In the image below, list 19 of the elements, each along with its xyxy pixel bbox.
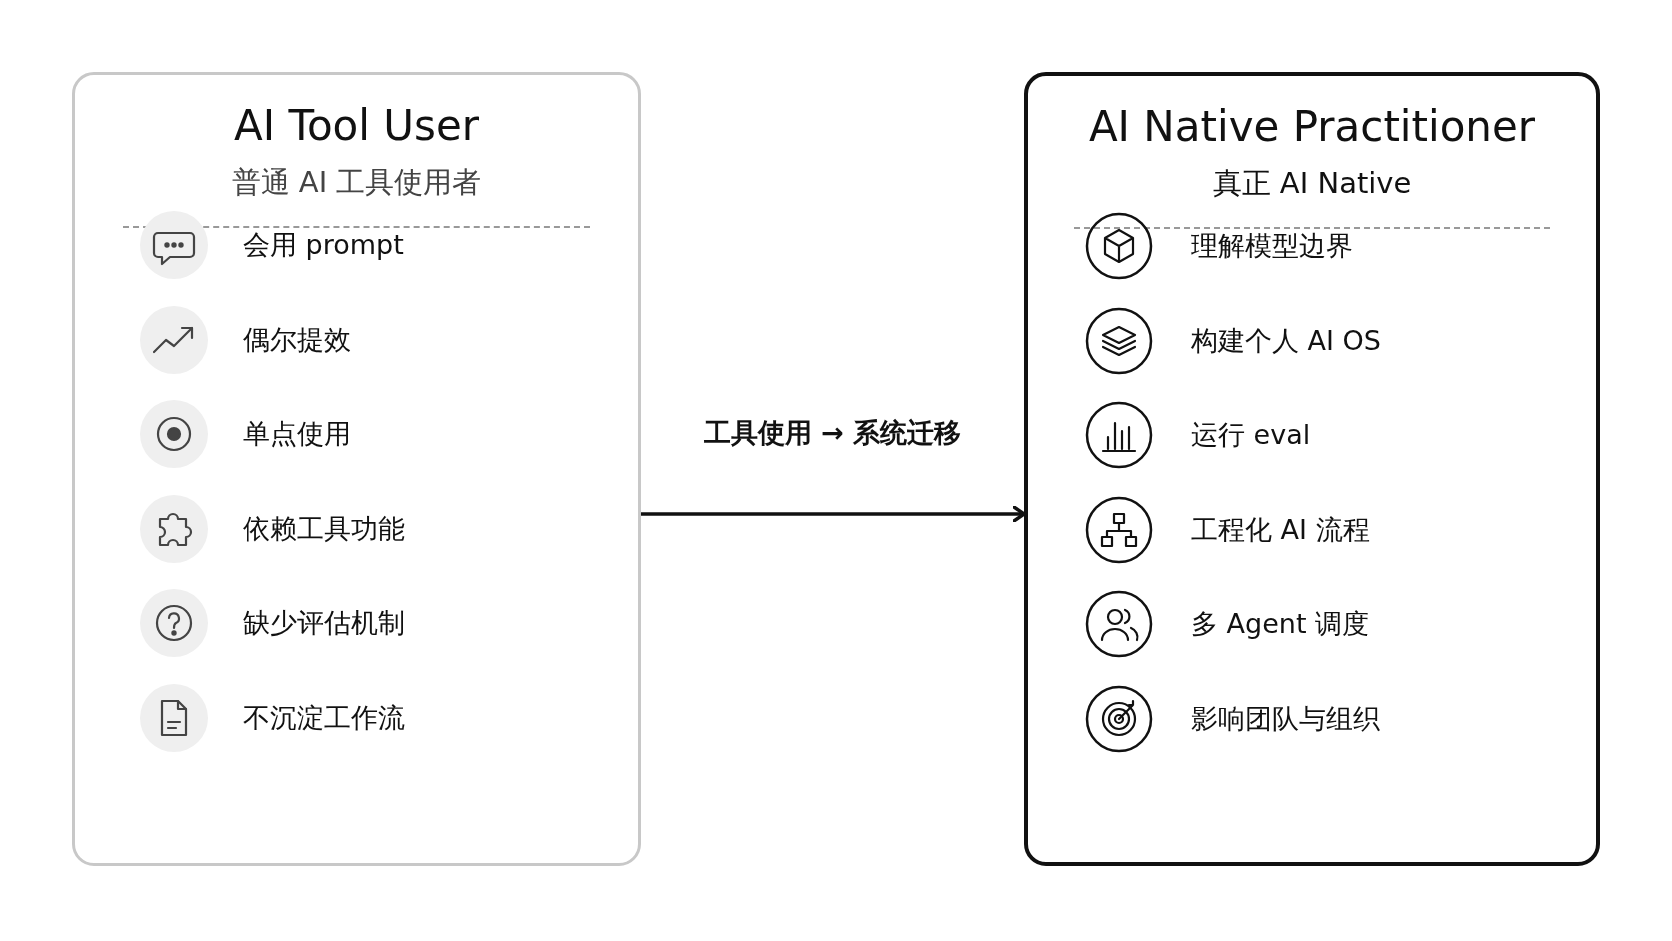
item-text: 运行 eval bbox=[1191, 418, 1311, 452]
card-title: AI Tool User bbox=[233, 101, 480, 150]
item-text: 单点使用 bbox=[243, 417, 351, 451]
card-subtitle: 普通 AI 工具使用者 bbox=[231, 164, 482, 201]
arrow bbox=[641, 505, 1026, 523]
item-text: 缺少评估机制 bbox=[243, 606, 405, 640]
item-text: 会用 prompt bbox=[243, 228, 404, 262]
item-text: 工程化 AI 流程 bbox=[1191, 513, 1370, 547]
card-panel bbox=[1024, 72, 1600, 866]
item-text: 多 Agent 调度 bbox=[1191, 607, 1370, 641]
item-text: 偶尔提效 bbox=[243, 323, 351, 357]
card-title: AI Native Practitioner bbox=[1088, 102, 1536, 151]
item-text: 影响团队与组织 bbox=[1191, 702, 1380, 736]
item-text: 依赖工具功能 bbox=[243, 512, 405, 546]
item-text: 不沉淀工作流 bbox=[243, 701, 405, 735]
item-text: 构建个人 AI OS bbox=[1191, 324, 1381, 358]
card-subtitle: 真正 AI Native bbox=[1212, 165, 1412, 202]
item-text: 理解模型边界 bbox=[1191, 229, 1353, 263]
card-panel bbox=[72, 72, 641, 866]
